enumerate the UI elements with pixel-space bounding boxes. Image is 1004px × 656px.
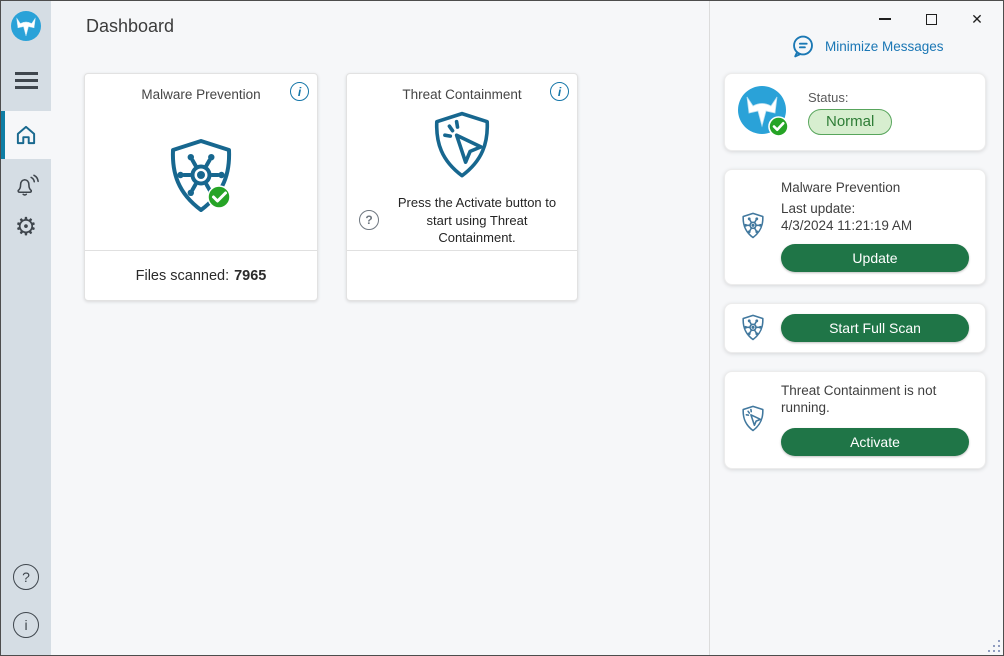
minimize-messages-label: Minimize Messages: [825, 39, 944, 54]
sidebar-item-dashboard[interactable]: [1, 111, 51, 159]
shield-cursor-icon: [347, 108, 577, 184]
activate-button[interactable]: Activate: [781, 427, 969, 456]
last-update-label: Last update:: [781, 201, 856, 216]
containment-hint: ? Press the Activate button to start usi…: [347, 194, 577, 247]
window-controls: ✕: [869, 7, 993, 31]
messages-panel: ✕ Minimize Messages: [709, 1, 1003, 655]
shield-virus-icon: [85, 135, 317, 219]
shield-virus-small-icon: [725, 211, 781, 241]
menu-hamburger-icon[interactable]: [1, 63, 51, 97]
wolf-logo-icon: [738, 86, 789, 137]
sidebar: ⚙ ? i: [1, 1, 51, 655]
files-scanned-value: 7965: [234, 267, 267, 284]
card-footer: [347, 250, 577, 300]
sidebar-item-help[interactable]: ?: [1, 557, 51, 597]
shield-virus-small-icon: [725, 313, 781, 343]
files-scanned-label: Files scanned:: [135, 267, 230, 284]
info-icon[interactable]: i: [290, 82, 309, 101]
status-label: Status:: [808, 89, 849, 105]
sidebar-item-about[interactable]: i: [1, 605, 51, 645]
check-badge-icon: [768, 116, 789, 137]
files-scanned-footer: Files scanned: 7965: [85, 250, 317, 300]
last-update-timestamp: 4/3/2024 11:21:19 AM: [781, 217, 913, 233]
check-badge-icon: [207, 185, 231, 209]
containment-hint-text: Press the Activate button to start using…: [397, 195, 557, 246]
message-cards: Status: Normal: [724, 73, 986, 487]
card-title: Threat Containment: [402, 87, 522, 102]
info-icon: i: [13, 612, 39, 638]
containment-status-text: Threat Containment is not running.: [781, 382, 937, 416]
speech-bubble-icon: [793, 35, 813, 58]
status-card: Status: Normal: [724, 73, 986, 151]
malware-prevention-card: Malware Prevention i: [84, 73, 318, 301]
containment-message-card: Threat Containment is not running. Activ…: [724, 370, 986, 469]
maximize-window-button[interactable]: [915, 7, 947, 31]
sidebar-item-notifications[interactable]: [1, 161, 51, 209]
app-logo-icon: [11, 11, 41, 41]
full-scan-card: Start Full Scan: [724, 302, 986, 353]
minimize-messages-button[interactable]: Minimize Messages: [790, 34, 944, 59]
help-icon: ?: [13, 564, 39, 590]
update-card: Malware Prevention Last update: 4/3/2024…: [724, 169, 986, 285]
resize-grip[interactable]: [986, 638, 1000, 652]
sidebar-item-settings[interactable]: ⚙: [1, 203, 51, 251]
shield-cursor-small-icon: [725, 404, 781, 434]
help-icon[interactable]: ?: [359, 210, 379, 231]
home-icon: [16, 125, 36, 145]
info-icon[interactable]: i: [550, 82, 569, 101]
minimize-window-button[interactable]: [869, 7, 901, 31]
bell-ring-icon: [16, 174, 39, 196]
close-window-button[interactable]: ✕: [961, 7, 993, 31]
threat-containment-card: Threat Containment i ? Press the Activat…: [346, 73, 578, 301]
update-card-title: Malware Prevention: [781, 180, 901, 195]
start-full-scan-button[interactable]: Start Full Scan: [781, 313, 969, 342]
status-badge: Normal: [808, 108, 893, 135]
page-title: Dashboard: [86, 16, 175, 36]
gear-icon: ⚙: [14, 212, 38, 241]
update-button[interactable]: Update: [781, 243, 969, 272]
card-title: Malware Prevention: [141, 87, 261, 102]
close-icon: ✕: [971, 11, 983, 27]
